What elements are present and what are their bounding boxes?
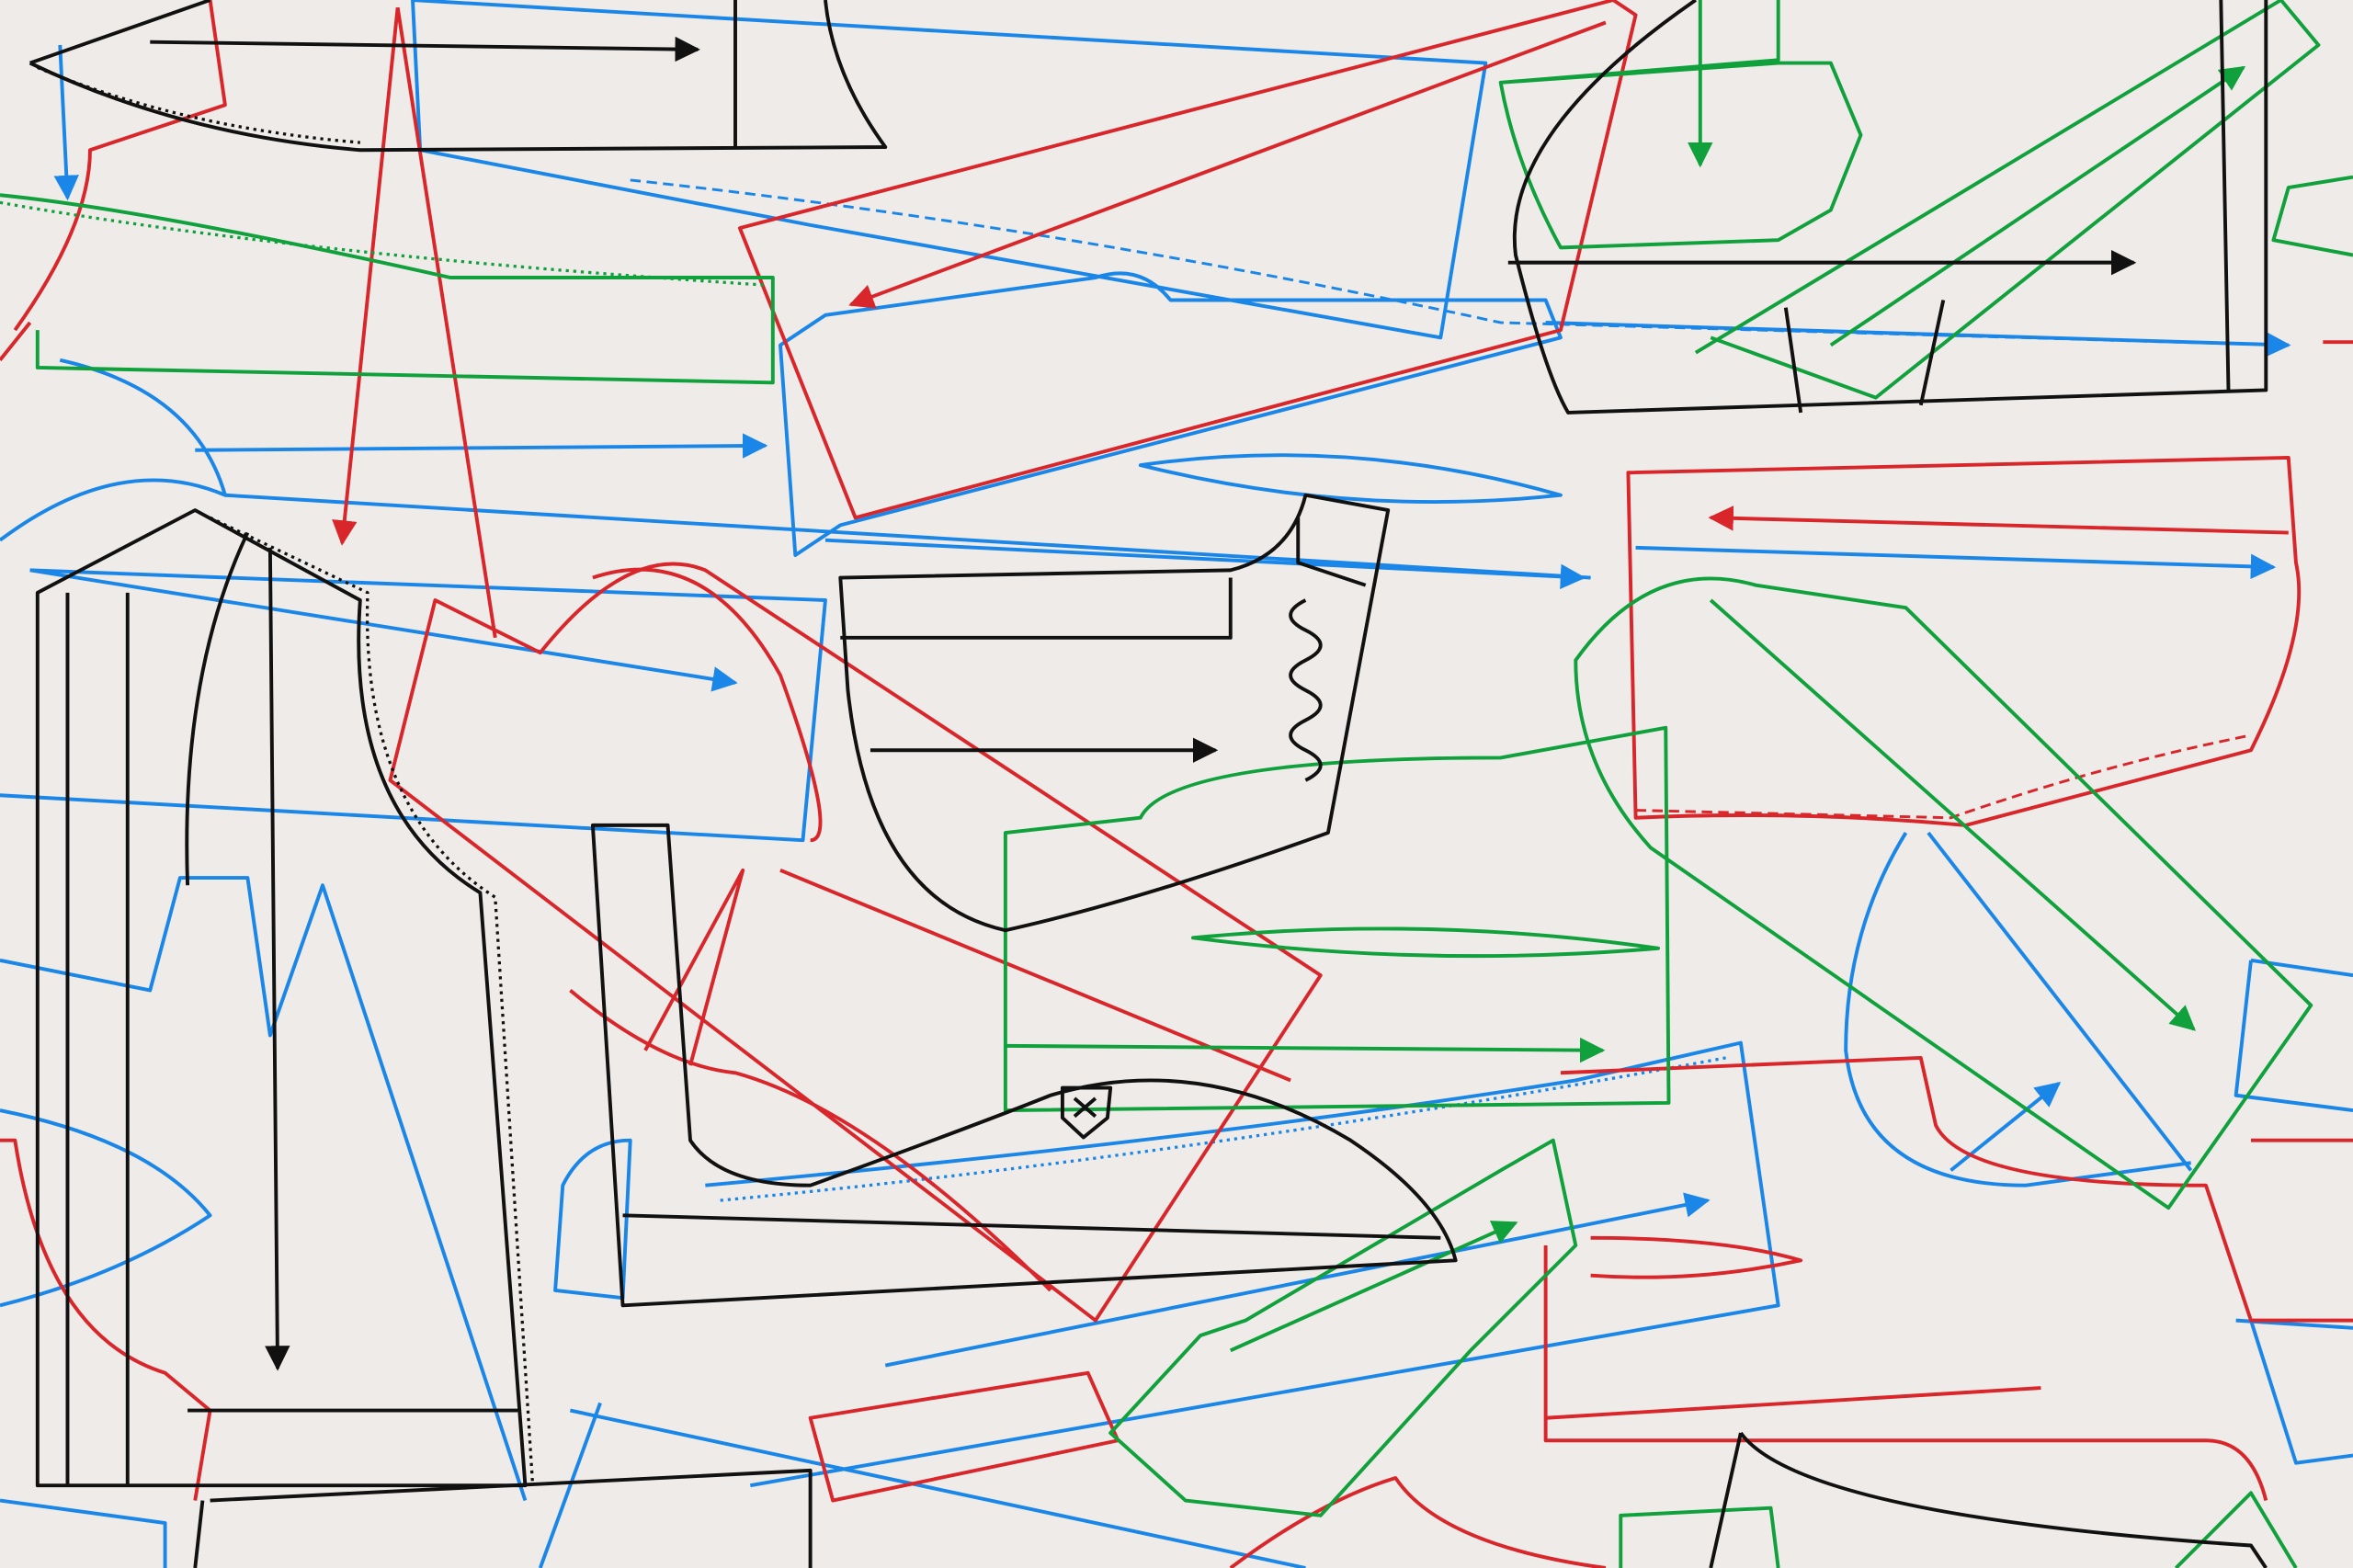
black-bottom-collar	[193, 1431, 2268, 1568]
green-center-piece	[1003, 725, 1671, 1113]
green-left-seam	[0, 200, 766, 287]
black-grainline-arrow	[265, 547, 290, 1371]
blue-seam-allowance	[630, 178, 2281, 347]
blue-left-bodice	[0, 876, 528, 1502]
red-grainline-arrow	[848, 20, 1607, 309]
black-notch-marker	[1060, 1085, 1113, 1140]
black-right-piece	[1507, 0, 2268, 415]
blue-right-curve	[1844, 831, 2193, 1187]
black-wavy-line	[1289, 598, 1323, 782]
green-grainline-arrow	[1005, 1037, 1606, 1063]
red-left-curve	[0, 1138, 212, 1501]
red-grainline-arrow	[1545, 1386, 2041, 1420]
green-right-edge	[2271, 175, 2353, 257]
blue-right-edge	[2234, 958, 2353, 1465]
black-collar-top	[28, 0, 888, 153]
blue-grainline-arrow	[195, 433, 768, 459]
blue-grainline-arrow	[1545, 321, 2291, 358]
blue-grainline-arrow	[29, 568, 738, 692]
black-line	[2219, 0, 2231, 391]
black-bodice	[35, 508, 528, 1488]
blue-panel-top	[411, 0, 1488, 340]
black-shoe-upper	[838, 493, 1391, 933]
green-bottom-right	[1619, 1491, 2298, 1568]
green-grainline-arrow	[1229, 1221, 1518, 1353]
black-bodice-seam	[209, 516, 535, 1486]
green-left-strip	[0, 193, 775, 385]
red-diagonal-piece	[388, 562, 1323, 1323]
blue-grainline-arrow	[824, 538, 1586, 590]
red-top-left	[0, 0, 227, 362]
black-grainline-arrow	[150, 36, 700, 62]
blue-lower-strip	[705, 1040, 1780, 1488]
green-grainline-arrow	[1829, 65, 2246, 347]
blue-grainline-arrow	[1635, 545, 2277, 580]
black-collar-seam	[37, 65, 360, 144]
green-top-right-piece	[1694, 0, 2321, 400]
red-right-edge	[2250, 340, 2353, 1142]
red-right-piece	[1626, 455, 2302, 827]
green-dart	[1191, 926, 1661, 959]
green-right-piece	[1574, 576, 2313, 1210]
red-bottom-right-piece	[1543, 1055, 2353, 1502]
blue-bottom-piece	[0, 1402, 1306, 1568]
blue-dart	[1138, 453, 1563, 505]
green-lower-piece	[1108, 1138, 1578, 1517]
green-top-box	[1498, 0, 1863, 250]
blue-small-curve	[553, 1138, 632, 1301]
red-grainline-arrow	[395, 6, 497, 639]
black-sole	[590, 823, 1458, 1308]
blue-grainline-arrow	[53, 44, 79, 201]
red-rect-piece	[737, 0, 1638, 520]
green-grainline-arrow	[1709, 598, 2196, 1031]
blue-left-curve	[0, 1108, 212, 1308]
blue-lower-seam	[720, 1056, 1726, 1202]
red-bottom-piece	[808, 1370, 1607, 1568]
black-pattern-pieces	[28, 0, 2268, 1568]
blue-grainline-arrow	[1949, 1081, 2062, 1172]
red-grainline-arrow	[1708, 506, 2289, 535]
red-long-curve	[569, 567, 1052, 1292]
red-dart	[1590, 1235, 1803, 1279]
red-grainline-arrow	[332, 6, 400, 546]
red-seam-allowance	[1635, 733, 2252, 820]
